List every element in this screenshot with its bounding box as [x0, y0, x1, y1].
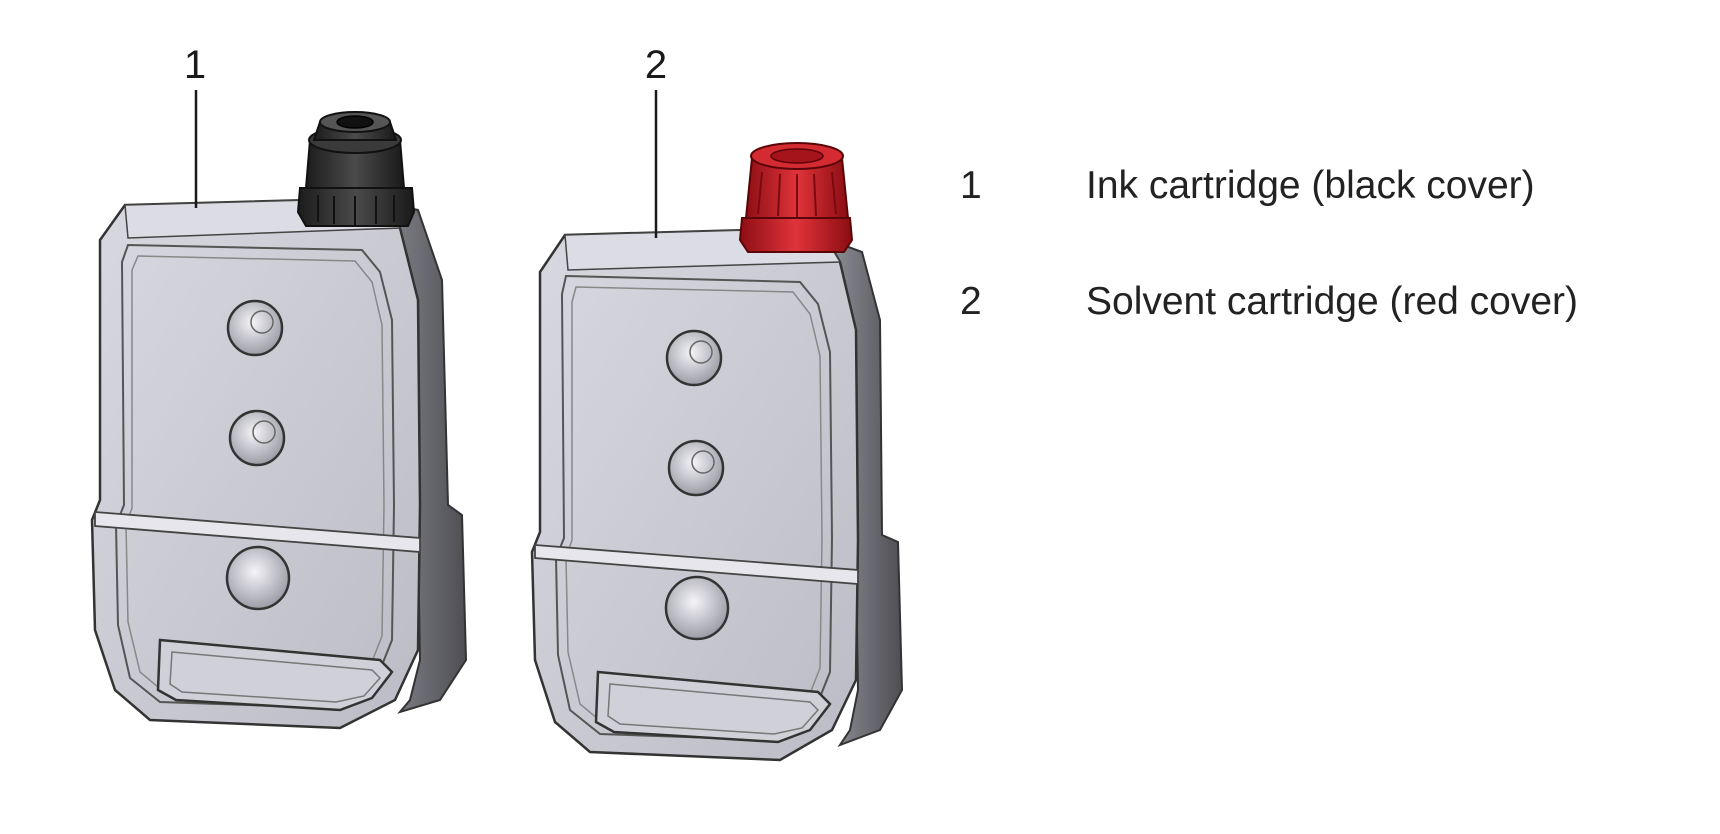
solvent-cartridge: [530, 142, 904, 762]
solvent-cartridge-red-cap: [738, 142, 854, 253]
solvent-cartridge-hole-2: [667, 439, 725, 497]
ink-cartridge-black-cap: [296, 111, 416, 227]
legend-row-2: 2 Solvent cartridge (red cover): [960, 266, 1680, 382]
legend-row-1: 1 Ink cartridge (black cover): [960, 150, 1680, 266]
legend-number-2: 2: [960, 280, 982, 323]
legend-text-ink-cartridge: Ink cartridge (black cover): [1086, 164, 1535, 207]
solvent-cartridge-handle-slot: [594, 670, 832, 744]
solvent-cartridge-hole-3: [664, 575, 730, 641]
legend-number-1: 1: [960, 164, 982, 207]
callout-1-number: 1: [184, 43, 206, 87]
ink-cartridge-hole-1: [226, 299, 284, 357]
callout-2-number: 2: [645, 43, 667, 87]
legend: 1 Ink cartridge (black cover) 2 Solvent …: [960, 150, 1680, 382]
ink-cartridge-hole-2: [228, 409, 286, 467]
callout-1: 1: [184, 43, 206, 208]
ink-cartridge-handle-slot: [156, 638, 394, 712]
callout-2: 2: [645, 43, 667, 238]
ink-cartridge: [90, 111, 468, 730]
legend-text-solvent-cartridge: Solvent cartridge (red cover): [1086, 280, 1579, 323]
ink-cartridge-hole-3: [225, 545, 291, 611]
solvent-cartridge-hole-1: [665, 329, 723, 387]
